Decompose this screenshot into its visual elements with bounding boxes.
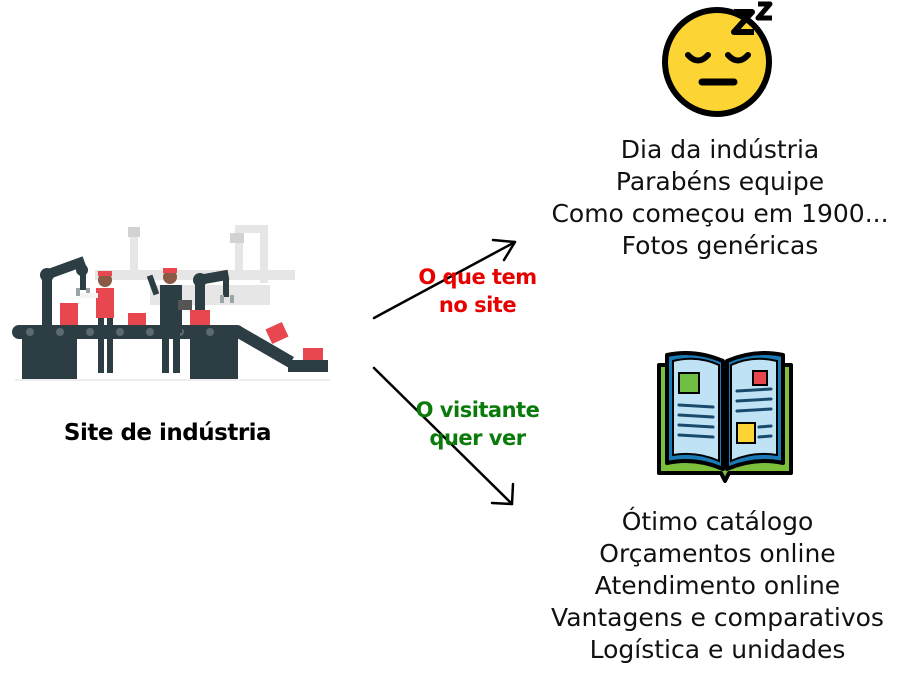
desired-content-item: Vantagens e comparativos bbox=[551, 603, 884, 632]
lower-arrow-label-line1: O visitante bbox=[415, 398, 540, 422]
upper-arrow-label-line1: O que tem bbox=[418, 265, 537, 289]
upper-arrow bbox=[372, 240, 517, 320]
open-book-icon bbox=[657, 351, 793, 483]
arrows bbox=[372, 238, 517, 506]
lower-arrow bbox=[372, 366, 514, 506]
desired-content-item: Ótimo catálogo bbox=[621, 507, 814, 536]
current-content-item: Dia da indústria bbox=[620, 135, 820, 164]
lower-arrow-label: O visitante quer ver bbox=[390, 396, 565, 452]
upper-arrow-head bbox=[491, 238, 517, 262]
current-content-list: Dia da indústria Parabéns equipe Como co… bbox=[540, 134, 900, 262]
current-content-item: Parabéns equipe bbox=[615, 167, 825, 196]
current-content-item: Fotos genéricas bbox=[621, 231, 819, 260]
factory-assembly-line-icon bbox=[12, 225, 330, 381]
desired-content-item: Atendimento online bbox=[594, 571, 841, 600]
upper-arrow-label-line2: no site bbox=[438, 293, 517, 317]
desired-content-list: Ótimo catálogo Orçamentos online Atendim… bbox=[535, 506, 900, 666]
lower-arrow-label-line2: quer ver bbox=[429, 426, 526, 450]
current-content-item: Como começou em 1900... bbox=[551, 199, 889, 228]
site-label: Site de indústria bbox=[63, 420, 272, 446]
lower-arrow-head bbox=[490, 482, 515, 506]
upper-arrow-label: O que tem no site bbox=[395, 263, 560, 319]
desired-content-item: Logística e unidades bbox=[589, 635, 846, 664]
sleepy-face-icon bbox=[662, 1, 773, 117]
desired-content-item: Orçamentos online bbox=[599, 539, 836, 568]
